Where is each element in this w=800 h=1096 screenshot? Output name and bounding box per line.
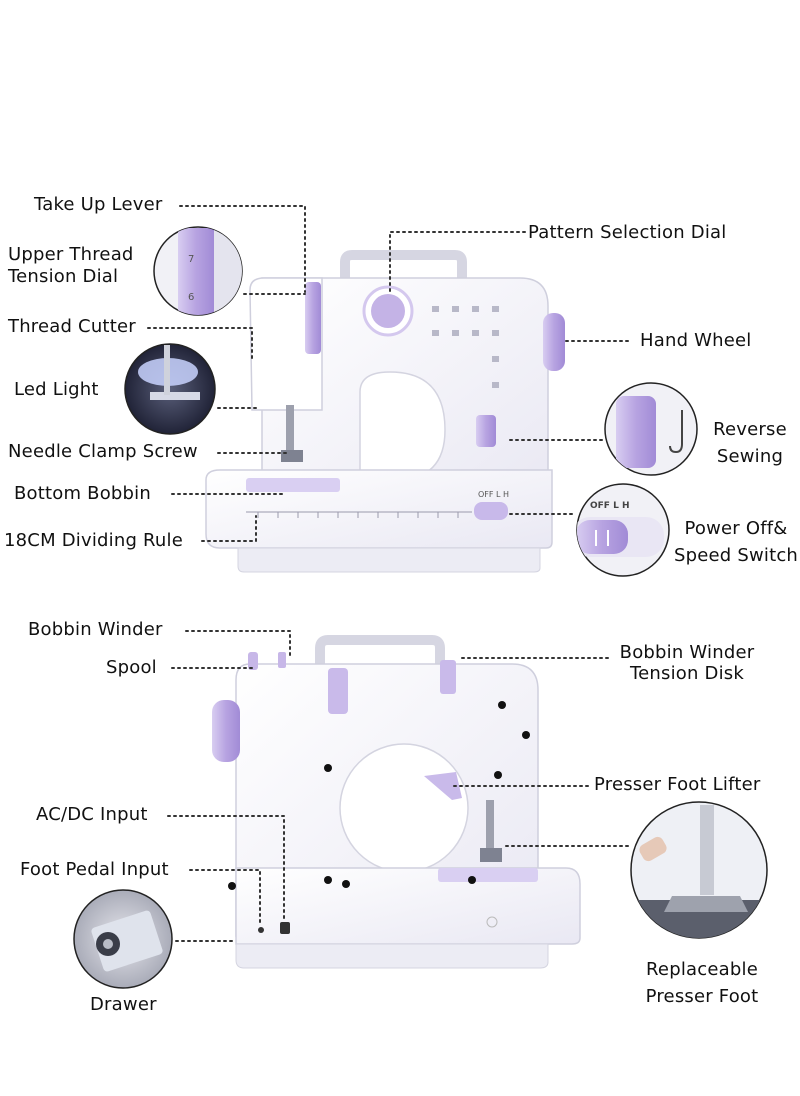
- label-power-speed-switch: Power Off& Speed Switch: [673, 518, 799, 566]
- switch-label: OFF L H: [478, 490, 509, 499]
- label-take-up-lever: Take Up Lever: [34, 194, 163, 215]
- label-spool: Spool: [106, 657, 157, 678]
- label-presser-foot-lifter: Presser Foot Lifter: [594, 774, 761, 795]
- dial-number-6: 6: [188, 292, 194, 303]
- label-reverse-sewing: Reverse Sewing: [713, 419, 787, 467]
- label-drawer: Drawer: [90, 994, 157, 1015]
- label-dividing-rule: 18CM Dividing Rule: [4, 530, 184, 551]
- label-hand-wheel: Hand Wheel: [640, 330, 752, 351]
- label-led-light: Led Light: [14, 379, 99, 400]
- callout-led-light: [124, 343, 216, 435]
- label-pattern-selection-dial: Pattern Selection Dial: [528, 222, 727, 243]
- callout-drawer: [73, 889, 173, 989]
- label-thread-cutter: Thread Cutter: [8, 316, 136, 337]
- label-needle-clamp-screw: Needle Clamp Screw: [8, 441, 198, 462]
- callout-switch-label: OFF L H: [590, 501, 629, 511]
- label-foot-pedal-input: Foot Pedal Input: [20, 859, 169, 880]
- label-bottom-bobbin: Bottom Bobbin: [14, 483, 151, 504]
- label-bobbin-winder: Bobbin Winder: [28, 619, 163, 640]
- leader-lines: [147, 205, 633, 942]
- callout-power-switch: [576, 483, 670, 577]
- callout-presser-foot: [630, 801, 768, 939]
- label-replaceable-presser-foot: Replaceable Presser Foot: [645, 959, 759, 1007]
- top-sewing-machine: [205, 250, 565, 573]
- label-bobbin-winder-tension-disk: Bobbin Winder Tension Disk: [619, 642, 755, 684]
- bottom-sewing-machine: [212, 635, 581, 969]
- callout-reverse-sewing: [604, 382, 698, 476]
- dial-number-7: 7: [188, 254, 194, 265]
- label-ac-dc-input: AC/DC Input: [36, 804, 148, 825]
- label-upper-thread-tension-dial: Upper Thread Tension Dial: [8, 244, 134, 287]
- callout-upper-tension-dial: [153, 226, 243, 316]
